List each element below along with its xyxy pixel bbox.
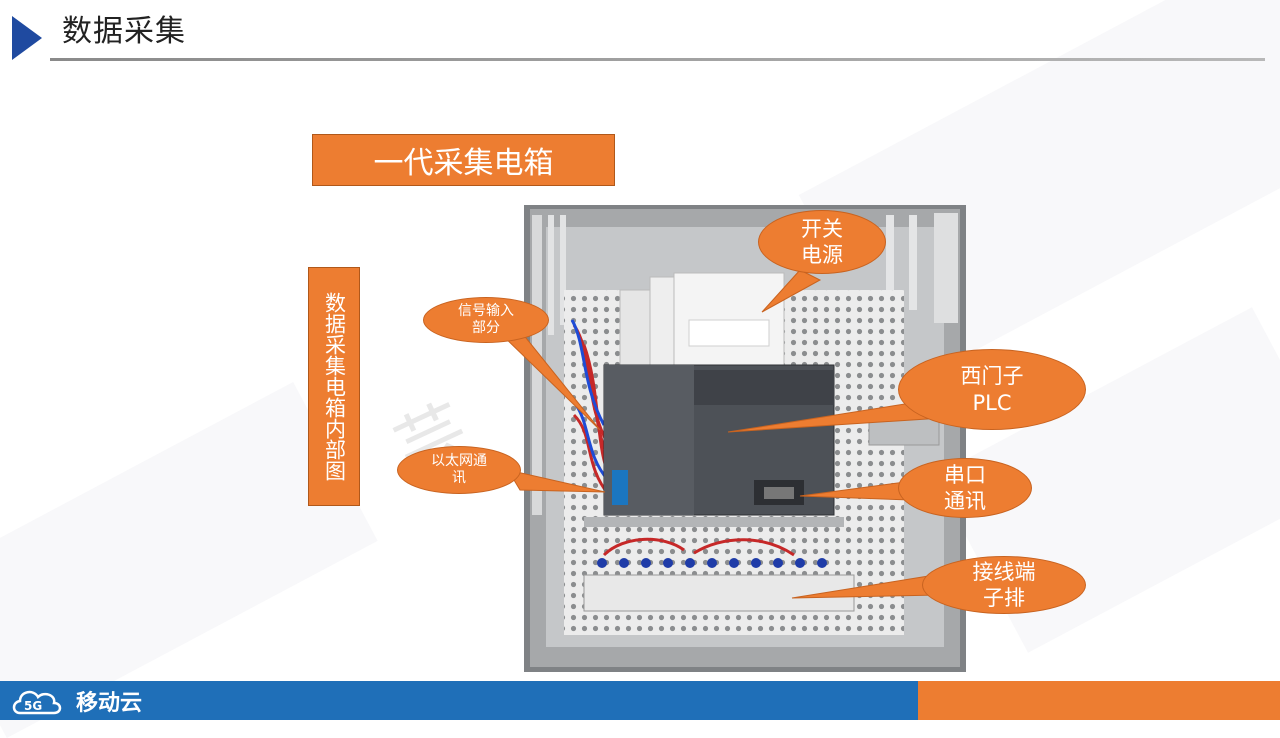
callout-serial-label: 串口 通讯 bbox=[944, 462, 986, 513]
section-title-box: 一代采集电箱 bbox=[312, 134, 615, 186]
header-arrow-icon bbox=[12, 16, 42, 60]
control-box-photo bbox=[524, 205, 966, 672]
callout-switch-power: 开关 电源 bbox=[758, 210, 886, 274]
callout-ethernet-label: 以太网通 讯 bbox=[431, 452, 487, 487]
section-title: 一代采集电箱 bbox=[373, 146, 554, 181]
callout-pointers bbox=[495, 269, 943, 599]
control-box-illustration bbox=[524, 205, 966, 672]
cloud-icon: 5G bbox=[12, 690, 62, 715]
callout-signal-input-label: 信号输入 部分 bbox=[458, 302, 514, 337]
callout-terminal-label: 接线端 子排 bbox=[972, 559, 1036, 610]
brand-name: 移动云 bbox=[76, 691, 143, 716]
callout-signal-input: 信号输入 部分 bbox=[423, 297, 549, 343]
footer-bar-blue bbox=[0, 681, 918, 720]
callout-siemens-plc-label: 西门子 PLC bbox=[960, 364, 1024, 415]
header-divider bbox=[50, 58, 1265, 61]
callout-ethernet: 以太网通 讯 bbox=[397, 446, 521, 494]
vertical-label: 数据采集电箱内部图 bbox=[322, 292, 347, 481]
page-title: 数据采集 bbox=[62, 14, 186, 49]
logo-badge: 5G bbox=[24, 699, 42, 713]
callout-serial: 串口 通讯 bbox=[898, 458, 1032, 518]
callout-siemens-plc: 西门子 PLC bbox=[898, 349, 1086, 430]
brand-logo: 5G 移动云 bbox=[10, 684, 142, 718]
callout-terminal: 接线端 子排 bbox=[922, 556, 1086, 614]
footer-bar-orange bbox=[918, 681, 1280, 720]
vertical-label-box: 数据采集电箱内部图 bbox=[308, 267, 360, 506]
callout-switch-power-label: 开关 电源 bbox=[801, 216, 843, 267]
